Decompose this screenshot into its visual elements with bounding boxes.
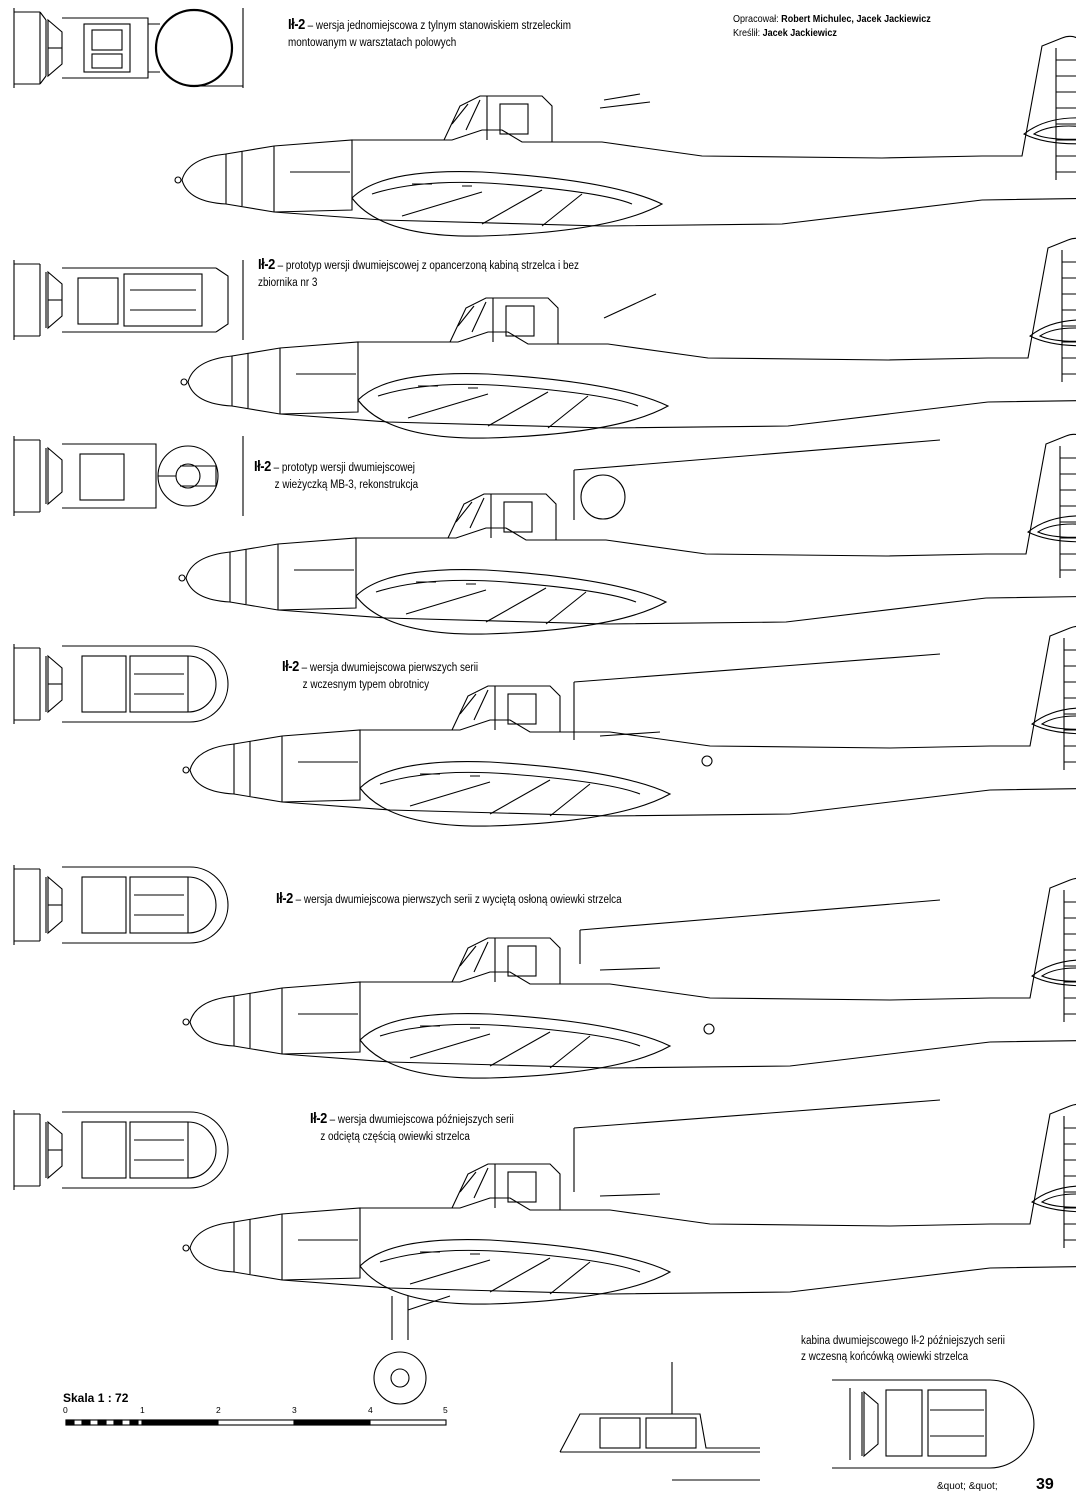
stray-text: &quot; &quot; <box>937 1481 998 1492</box>
detail-note-line-1: kabina dwumiejscowego Ił-2 późniejszych … <box>801 1335 1005 1347</box>
caption-designation: Ił-2 <box>254 458 271 475</box>
top-view-1 <box>12 6 245 90</box>
top-view-2 <box>13 259 244 341</box>
detail-note: kabina dwumiejscowego Ił-2 późniejszych … <box>801 1333 1005 1365</box>
main-landing-gear <box>373 1295 451 1405</box>
caption-variant-4: Ił-2 – wersja dwumiejscowa pierwszych se… <box>282 658 478 694</box>
scale-tick: 1 <box>140 1405 145 1415</box>
detail-top-cockpit <box>832 1379 1035 1469</box>
caption-description-2: montowanym w warsztatach polowych <box>288 37 457 49</box>
caption-description: – wersja jednomiejscowa z tylnym stanowi… <box>307 20 571 32</box>
caption-designation: Ił-2 <box>276 890 293 907</box>
caption-variant-6: Ił-2 – wersja dwumiejscowa późniejszych … <box>310 1110 514 1146</box>
credit-prepared-names: Robert Michulec, Jacek Jackiewicz <box>781 13 931 25</box>
caption-variant-3: Ił-2 – prototyp wersji dwumiejscowej z w… <box>254 458 418 494</box>
scale-tick: 0 <box>63 1405 68 1415</box>
top-view-3 <box>13 435 244 517</box>
antenna-4 <box>573 653 941 740</box>
antenna-6 <box>573 1099 941 1192</box>
scale-tick: 3 <box>292 1405 297 1415</box>
caption-description-2: z odciętą częścią owiewki strzelca <box>320 1131 470 1143</box>
profile-1 <box>174 35 1076 237</box>
marker-circle-5 <box>703 1023 715 1035</box>
caption-description: – prototyp wersji dwumiejscowej <box>273 462 415 474</box>
gun-2 <box>603 293 657 319</box>
caption-description-2: zbiornika nr 3 <box>258 277 318 289</box>
gun-4 <box>599 731 661 737</box>
credit-prepared-label: Opracował: <box>733 13 779 25</box>
scale-tick: 5 <box>443 1405 448 1415</box>
marker-circle-4 <box>701 755 713 767</box>
top-view-6 <box>13 1109 229 1191</box>
caption-description-2: z wczesnym typem obrotnicy <box>302 679 430 691</box>
caption-description: – wersja dwumiejscowa pierwszych serii z… <box>295 894 622 906</box>
antenna-3 <box>573 439 941 520</box>
page-number: 39 <box>1036 1476 1054 1493</box>
gun-5 <box>599 967 661 971</box>
caption-variant-5: Ił-2 – wersja dwumiejscowa pierwszych se… <box>276 890 622 909</box>
gun-6 <box>599 1193 661 1197</box>
scale-bar <box>65 1419 447 1426</box>
caption-designation: Ił-2 <box>288 16 305 33</box>
detail-note-line-2: z wczesną końcówką owiewki strzelca <box>801 1351 969 1363</box>
caption-description-2: z wieżyczką MB-3, rekonstrukcja <box>274 479 419 491</box>
caption-designation: Ił-2 <box>310 1110 327 1127</box>
scale-label: Skala 1 : 72 <box>63 1391 129 1405</box>
credit-drawn-name: Jacek Jackiewicz <box>762 27 837 39</box>
credits: Opracował: Robert Michulec, Jacek Jackie… <box>733 12 931 40</box>
scale-tick: 4 <box>368 1405 373 1415</box>
turret-3 <box>580 474 626 520</box>
antenna-5 <box>579 899 941 964</box>
caption-description: – wersja dwumiejscowa późniejszych serii <box>329 1114 514 1126</box>
caption-variant-1: Ił-2 – wersja jednomiejscowa z tylnym st… <box>288 16 571 52</box>
scale-tick: 2 <box>216 1405 221 1415</box>
caption-description: – wersja dwumiejscowa pierwszych serii <box>301 662 479 674</box>
credit-drawn-label: Kreślił: <box>733 27 761 39</box>
caption-designation: Ił-2 <box>258 256 275 273</box>
detail-side-cockpit <box>559 1362 760 1481</box>
caption-description: – prototyp wersji dwumiejscowej z opance… <box>277 260 579 272</box>
top-view-5 <box>13 864 229 946</box>
top-view-4 <box>13 643 229 725</box>
profile-4 <box>182 625 1076 827</box>
caption-variant-2: Ił-2 – prototyp wersji dwumiejscowej z o… <box>258 256 579 292</box>
gun-1 <box>599 93 651 109</box>
caption-designation: Ił-2 <box>282 658 299 675</box>
